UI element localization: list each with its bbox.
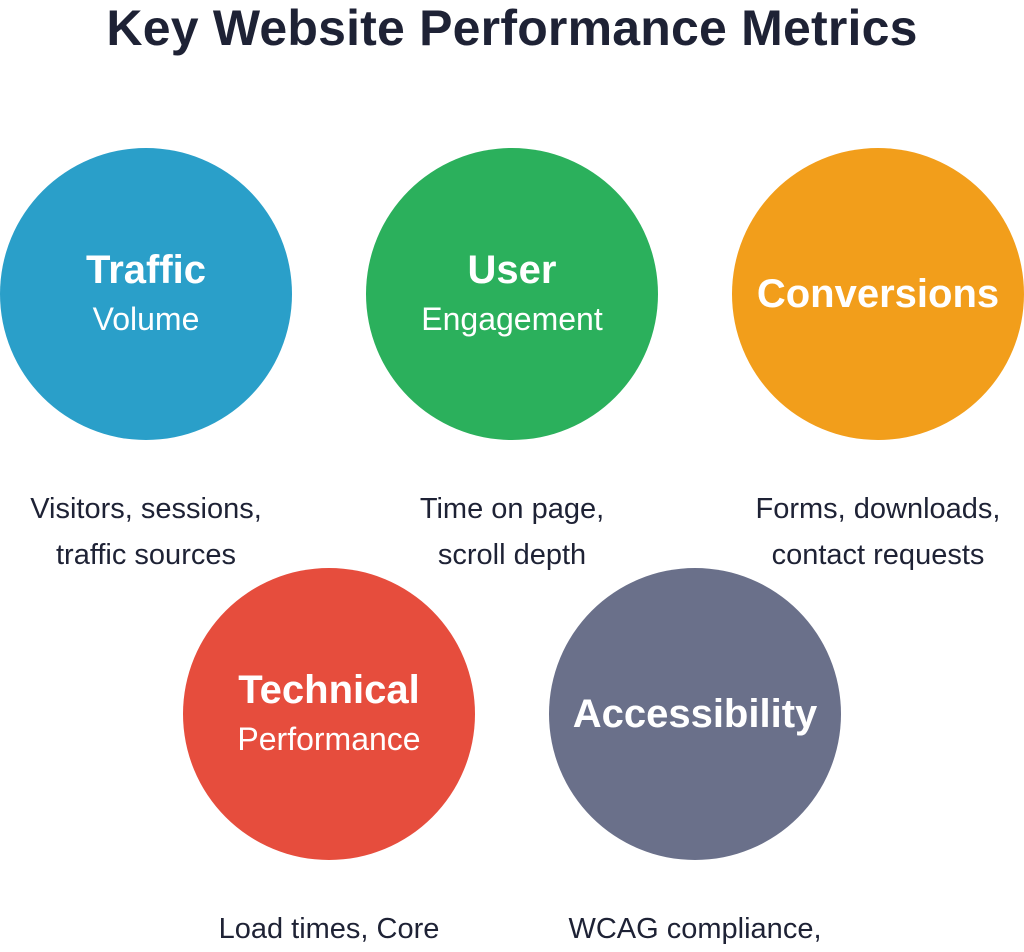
description-line: Forms, downloads, — [755, 493, 1001, 525]
metric-user-engagement: User Engagement Time on page, scroll dep… — [366, 148, 658, 571]
metric-description: Forms, downloads, contact requests — [702, 486, 1024, 578]
metric-circle: User Engagement — [366, 148, 658, 440]
description-line: traffic sources — [56, 539, 236, 571]
metric-name: Technical — [238, 668, 420, 712]
description-line: WCAG compliance, — [568, 913, 822, 945]
metric-circle: Traffic Volume — [0, 148, 292, 440]
metric-subtitle: Engagement — [421, 301, 603, 337]
metric-subtitle: Performance — [237, 721, 421, 757]
description-line: Visitors, sessions, — [30, 493, 262, 525]
metric-traffic: Traffic Volume Visitors, sessions, traff… — [0, 148, 292, 571]
diagram-title: Key Website Performance Metrics — [106, 0, 918, 56]
metric-circle: Accessibility — [549, 568, 841, 860]
metric-name: Conversions — [756, 272, 1000, 316]
description-line: Time on page, — [419, 493, 605, 525]
metric-description: WCAG compliance, — [509, 906, 881, 952]
metric-description: Load times, Core — [143, 906, 515, 952]
metric-circle: Technical Performance — [183, 568, 475, 860]
metric-description: Time on page, scroll depth — [326, 486, 698, 578]
description-line: contact requests — [771, 539, 985, 571]
description-line: Load times, Core — [218, 913, 440, 945]
metric-subtitle: Volume — [92, 301, 200, 337]
metric-circle: Conversions — [732, 148, 1024, 440]
metric-name: User — [467, 248, 557, 292]
metric-accessibility: Accessibility WCAG compliance, — [549, 568, 841, 945]
metric-technical-performance: Technical Performance Load times, Core — [183, 568, 475, 945]
description-line: scroll depth — [437, 539, 587, 571]
metric-name: Accessibility — [572, 692, 818, 736]
metric-conversions: Conversions Forms, downloads, contact re… — [732, 148, 1024, 571]
metric-name: Traffic — [85, 248, 207, 292]
metric-description: Visitors, sessions, traffic sources — [0, 486, 332, 578]
